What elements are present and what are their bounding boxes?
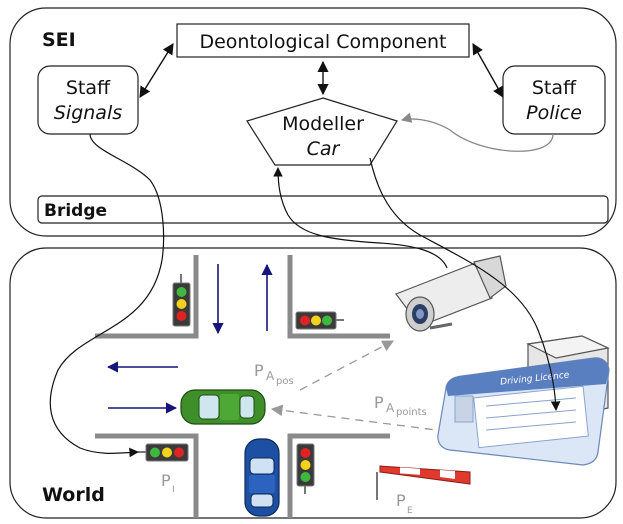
traffic-light-bottom [296, 443, 315, 494]
p-apoints-sub: A [386, 401, 395, 415]
blue-car [244, 438, 280, 517]
lane-arrows [106, 263, 273, 414]
deontological-component-box [176, 23, 470, 58]
staff-signals-line2: Signals [54, 102, 122, 124]
p-apos-sub: A [266, 369, 275, 383]
p-e-main: P [396, 491, 406, 510]
arrow-deontic-signals [139, 43, 174, 98]
modeller-car-line1: Modeller [282, 113, 364, 135]
staff-signals-line1: Staff [66, 77, 111, 99]
arrow-police-to-modeller [400, 112, 554, 152]
bridge-bar [37, 195, 609, 224]
intersection-roads [95, 255, 390, 518]
connector-signals-to-light [49, 133, 165, 458]
label-p-i: P I [161, 471, 175, 495]
traffic-light-right [295, 311, 344, 330]
windsock-icon [376, 465, 471, 500]
traffic-light-left [138, 443, 189, 462]
label-p-apoints: P A points [374, 393, 427, 418]
driving-licence-card: Driving Licence [437, 357, 610, 466]
security-camera-icon [395, 255, 507, 332]
p-i-main: P [161, 471, 171, 490]
deontological-component-label: Deontological Component [199, 31, 446, 53]
bridge-label: Bridge [44, 201, 107, 221]
p-i-sub: I [172, 485, 175, 495]
green-car [180, 389, 266, 425]
modeller-car-pentagon [246, 97, 398, 166]
dashed-arrow-position [299, 340, 395, 391]
p-apos-main: P [254, 361, 264, 380]
staff-signals-box [37, 65, 139, 135]
label-p-apos: P A pos [254, 361, 294, 387]
label-p-e: P E [396, 491, 413, 516]
p-apos-subsub: pos [276, 376, 294, 387]
connector-modeller-to-licence [369, 157, 561, 411]
sei-label: SEI [42, 29, 76, 51]
staff-police-line1: Staff [532, 77, 577, 99]
connector-camera-to-modeller [273, 167, 448, 269]
p-apoints-subsub: points [396, 407, 427, 418]
p-apoints-main: P [374, 393, 384, 412]
arrow-deontic-police [472, 43, 504, 98]
p-e-sub: E [407, 506, 413, 516]
modeller-car-line2: Car [307, 138, 341, 160]
staff-police-line2: Police [526, 102, 582, 124]
traffic-light-top [172, 274, 191, 327]
world-label: World [42, 484, 105, 506]
staff-police-box [502, 65, 606, 135]
